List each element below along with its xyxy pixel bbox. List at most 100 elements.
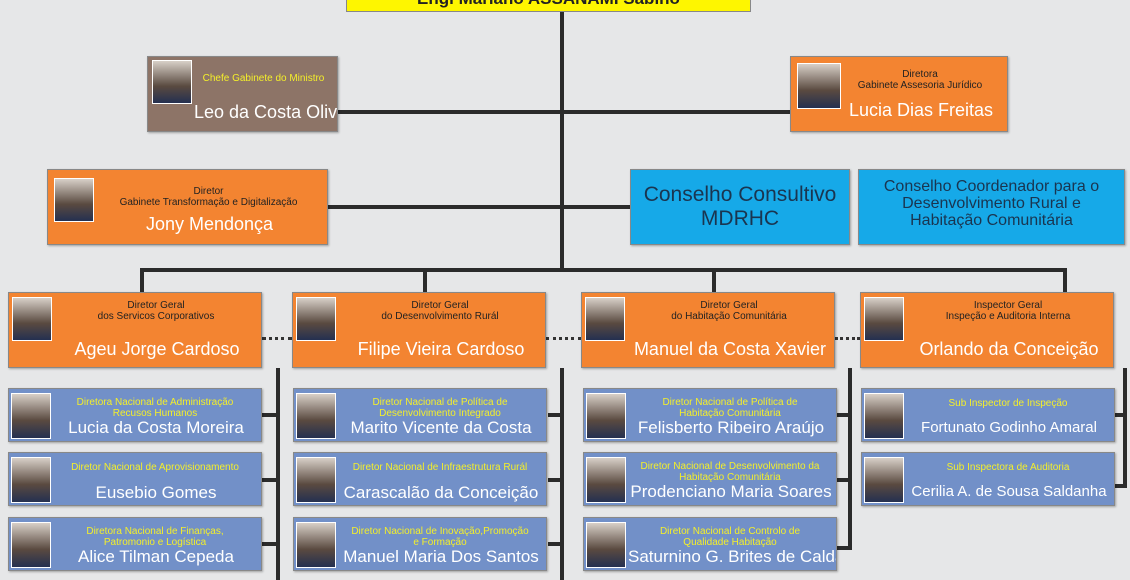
- role-title: Diretor Gabinete Transformação e Digital…: [119, 186, 298, 208]
- person-photo: [11, 393, 51, 439]
- person-photo: [11, 522, 51, 568]
- person-name: Filipe Vieira Cardoso: [357, 339, 525, 359]
- person-name: Prodenciano Maria Soares: [630, 482, 832, 501]
- person-photo: [296, 393, 336, 439]
- person-photo: [54, 178, 94, 222]
- national-director-box: Diretor Nacional de Inovação,Promoção e …: [293, 517, 547, 571]
- person-name: Marito Vicente da Costa: [350, 418, 532, 437]
- role-title: Diretor Nacional de Inovação,Promoção e …: [351, 526, 529, 548]
- person-photo: [296, 297, 336, 341]
- person-name: Saturnino G. Brites de Caldas: [628, 547, 837, 566]
- person-name: Cerilia A. de Sousa Saldanha: [911, 483, 1107, 500]
- role-title: Inspector Geral Inspeção e Auditoria Int…: [945, 300, 1071, 322]
- person-photo: [152, 60, 192, 104]
- connector-line: [262, 478, 278, 482]
- role-title: Diretor Nacional de Política de Habitaçã…: [662, 397, 798, 419]
- council-name: Conselho Coordenador para o Desenvolvime…: [883, 178, 1100, 229]
- dotted-connector: [262, 337, 292, 340]
- role-title: Diretor Nacional de Aprovisionamento: [71, 462, 239, 473]
- person-photo: [586, 522, 626, 568]
- role-title: Sub Inspectora de Auditoria: [946, 462, 1070, 473]
- person-name: Manuel da Costa Xavier: [633, 339, 827, 359]
- national-director-box: Diretor Nacional de Infraestrutura Rurál…: [293, 452, 547, 506]
- connector-line: [712, 268, 716, 294]
- person-name: Jony Mendonça: [145, 214, 274, 234]
- role-title: Chefe Gabinete do Ministro: [202, 73, 325, 84]
- role-title: Diretora Nacional de Administração Recus…: [76, 397, 234, 419]
- connector-line: [1114, 484, 1125, 488]
- national-director-box: Diretora Nacional de Administração Recus…: [8, 388, 262, 442]
- person-name: Ageu Jorge Cardoso: [74, 339, 240, 359]
- role-title: Diretor Nacional de Controlo de Qualidad…: [659, 526, 801, 548]
- connector-line: [548, 478, 562, 482]
- connector-line: [560, 12, 564, 272]
- person-photo: [864, 393, 904, 439]
- role-title: Diretor Geral do Desenvolvimento Rurál: [381, 300, 499, 322]
- person-name: Manuel Maria Dos Santos: [343, 547, 539, 566]
- national-director-box: Diretor Nacional de Política de Habitaçã…: [583, 388, 837, 442]
- person-photo: [586, 457, 626, 503]
- person-name: Eusebio Gomes: [95, 483, 217, 502]
- connector-line: [837, 546, 850, 550]
- connector-line: [848, 368, 852, 550]
- role-title: Diretor Nacional de Política de Desenvol…: [372, 397, 508, 419]
- advisor-box: Diretor Gabinete Transformação e Digital…: [47, 169, 328, 245]
- person-photo: [585, 297, 625, 341]
- council-box: Conselho Coordenador para o Desenvolvime…: [858, 169, 1125, 245]
- person-photo: [864, 297, 904, 341]
- connector-line: [837, 478, 850, 482]
- minister-box: Engl Mariano ASSANAMI Sabino: [346, 0, 751, 12]
- connector-line: [1063, 268, 1067, 294]
- connector-line: [548, 542, 562, 546]
- person-photo: [797, 63, 841, 109]
- role-title: Diretor Geral dos Servicos Corporativos: [97, 300, 215, 322]
- person-photo: [296, 522, 336, 568]
- connector-line: [140, 268, 1067, 272]
- person-photo: [12, 297, 52, 341]
- person-photo: [11, 457, 51, 503]
- dotted-connector: [835, 337, 860, 340]
- national-director-box: Diretora Nacional de Finanças, Patromoni…: [8, 517, 262, 571]
- connector-line: [276, 368, 280, 580]
- connector-line: [338, 110, 790, 114]
- national-director-box: Diretor Nacional de Desenvolvimento da H…: [583, 452, 837, 506]
- role-title: Sub Inspector de Inspeção: [948, 398, 1068, 409]
- role-title: Diretora Gabinete Assesoria Jurídico: [857, 69, 983, 91]
- person-name: Lucia da Costa Moreira: [68, 418, 244, 437]
- person-photo: [864, 457, 904, 503]
- role-title: Diretor Geral do Habitação Comunitária: [671, 300, 787, 322]
- person-name: Alice Tilman Cepeda: [78, 547, 234, 566]
- minister-name: Engl Mariano ASSANAMI Sabino: [417, 0, 680, 8]
- connector-line: [423, 268, 427, 294]
- person-name: Fortunato Godinho Amaral: [921, 419, 1097, 436]
- role-title: Diretora Nacional de Finanças, Patromoni…: [86, 526, 224, 548]
- connector-line: [262, 542, 278, 546]
- connector-line: [837, 413, 850, 417]
- national-director-box: Diretor Nacional de Política de Desenvol…: [293, 388, 547, 442]
- connector-line: [262, 413, 278, 417]
- person-photo: [296, 457, 336, 503]
- person-name: Felisberto Ribeiro Araújo: [637, 418, 825, 437]
- connector-line: [1114, 413, 1125, 417]
- person-photo: [586, 393, 626, 439]
- role-title: Diretor Nacional de Desenvolvimento da H…: [640, 461, 820, 483]
- person-name: Lucia Dias Freitas: [848, 100, 994, 120]
- connector-line: [548, 413, 562, 417]
- national-director-box: Diretor Nacional de Controlo de Qualidad…: [583, 517, 837, 571]
- director-general-box: Inspector Geral Inspeção e Auditoria Int…: [860, 292, 1114, 368]
- person-name: Orlando da Conceição: [919, 339, 1099, 359]
- connector-line: [560, 368, 564, 580]
- connector-line: [1123, 368, 1127, 488]
- council-box: Conselho Consultivo MDRHC: [630, 169, 850, 245]
- role-title: Diretor Nacional de Infraestrutura Rurál: [352, 462, 528, 473]
- person-name: Leo da Costa Oliveira: [194, 102, 338, 122]
- dotted-connector: [546, 337, 581, 340]
- person-name: Carascalão da Conceição: [343, 483, 539, 502]
